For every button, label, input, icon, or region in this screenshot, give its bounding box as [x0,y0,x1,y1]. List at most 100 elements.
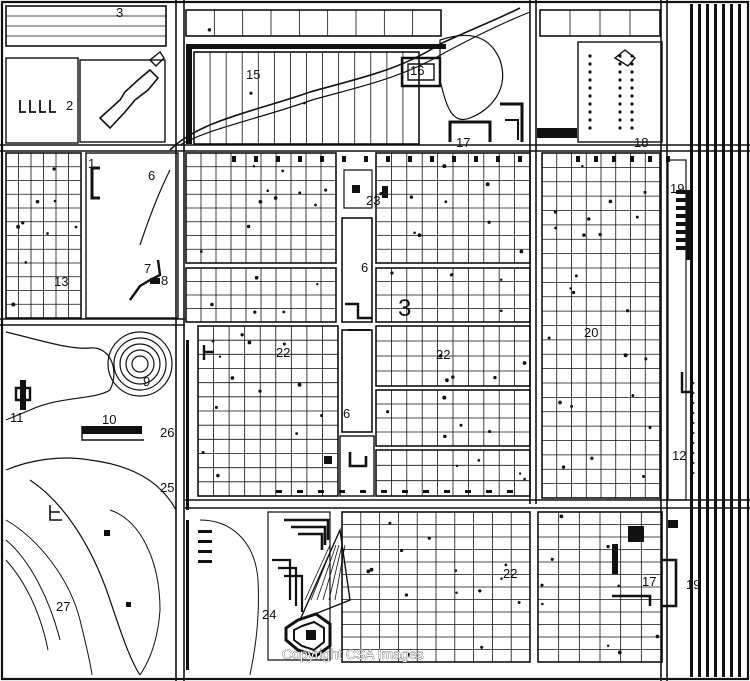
block-18-tree-dot [588,126,592,130]
park-building [126,602,131,607]
block-20-lots-tree-dot [558,400,562,405]
block-16-building [400,56,442,88]
block-22-center-lots-tree-dot [493,375,497,380]
central-north-west-lots-tree-dot [252,164,256,168]
map-label-18: 18 [634,135,648,150]
block-22-west-lots-tree-dot [211,339,215,343]
park-path [5,457,177,511]
street-marker [297,490,303,493]
block-south-east-lots-tree-dot [550,557,554,561]
central-north-east-lots-tree-dot [485,182,490,187]
park-path [29,479,141,676]
block-18-outline [577,41,663,143]
block-24-hatch [316,544,337,601]
block-22-west-lots-tree-dot [258,389,262,393]
block-18-tree-dot [630,78,634,82]
block-22-west-lots-tree-dot [320,414,324,418]
boulevard-bench [198,530,212,533]
park-contour [5,539,61,641]
map-label-26: 26 [160,425,174,440]
east-strip-tick [689,419,695,427]
street-marker [232,156,236,162]
street-marker [576,156,580,162]
block-22-center-bottom-lots-tree-dot [477,459,481,462]
north-top-lots-outline [185,9,442,37]
block-18-tree-dot [618,70,622,74]
street-marker [444,490,450,493]
block-south-east-lots-tree-dot [606,544,610,549]
block-24-hatch [310,544,334,601]
central-north-west-lots-tree-dot [273,196,278,200]
block-20-lots-tree-dot [635,215,639,219]
central-north-east-lots-tree-dot [519,249,524,254]
block-20-lots-tree-dot [582,233,586,237]
street-marker [630,156,634,162]
central-north-west-lots-tree-dot [266,189,270,193]
map-label-3-center: 3 [398,295,411,322]
central-north-east-lots-tree-dot [444,200,448,204]
boulevard-bench [198,540,212,543]
map-label-8: 8 [161,273,168,288]
block-13-lots-tree-dot [16,224,21,229]
central-south-building [348,452,368,468]
institution-block-2 [79,59,166,143]
east-strip-tick [689,399,695,407]
block-13-lots-tree-dot [53,199,57,203]
map-label-20: 20 [584,325,598,340]
map-label-19-east: 19 [670,181,684,196]
building-23 [382,186,388,198]
building-24-bars [291,525,327,545]
block-18-tree-dot [618,86,622,90]
building-24-bars [272,558,292,600]
block-22-center-lots-tree-dot [445,378,449,383]
central-mid-west-lots-tree-dot [253,310,257,314]
central-mid-west-lots-tree-dot [210,302,214,307]
building-17-south [628,526,644,542]
building-19-east [676,246,692,250]
building-10 [81,426,144,441]
block-20-lots-tree-dot [581,165,584,168]
block-20-lots-tree-dot [587,217,591,221]
street-marker [423,490,429,493]
central-north-east-lots-tree-dot [487,220,491,224]
map-label-13: 13 [54,274,68,289]
highway-lane-stripe [738,4,741,677]
street-marker [381,490,387,493]
stadium-ring [125,349,155,379]
block-18-tree-dot [588,62,592,66]
map-label-2: 2 [66,98,73,113]
street-marker [594,156,598,162]
block-22-south-lots-tree-dot [427,536,431,540]
east-strip-tick [689,459,695,467]
central-north-west-lots-tree-dot [258,199,263,204]
street-marker [364,156,368,162]
boulevard-bench [198,560,212,563]
block-18-tree-dot [630,94,634,98]
central-south-block [339,435,375,497]
block-20-lots-tree-dot [631,394,635,397]
block-18-tree-dot [588,54,592,58]
block-20-lots-tree-dot [554,226,557,230]
block-24-outline [267,511,331,661]
block-20-lots-tree-dot [648,425,652,430]
block-20-lots-tree-dot [625,309,630,313]
highway-lane-stripe [706,4,709,677]
block-24-hatch [334,544,346,601]
block-22-center-south-lots-tree-dot [487,429,492,434]
block-south-east-lots-tree-dot [541,602,544,606]
street-marker [612,156,616,162]
block-22-center-lots-tree-dot [522,361,527,365]
pavilion-24-core [306,630,316,640]
map-label-27: 27 [56,599,70,614]
map-label-16: 16 [410,63,424,78]
block-22-south-lots-tree-dot [388,521,392,525]
street-marker [386,156,390,162]
map-label-19-south: 19 [686,577,700,592]
block-22-south-lots-tree-dot [500,577,503,580]
central-north-west-lots-tree-dot [324,188,328,192]
park-pond [439,34,504,121]
central-mid-west-lots-tree-dot [282,310,286,314]
block-13-lots-tree-dot [11,302,16,307]
street-marker [360,490,366,493]
